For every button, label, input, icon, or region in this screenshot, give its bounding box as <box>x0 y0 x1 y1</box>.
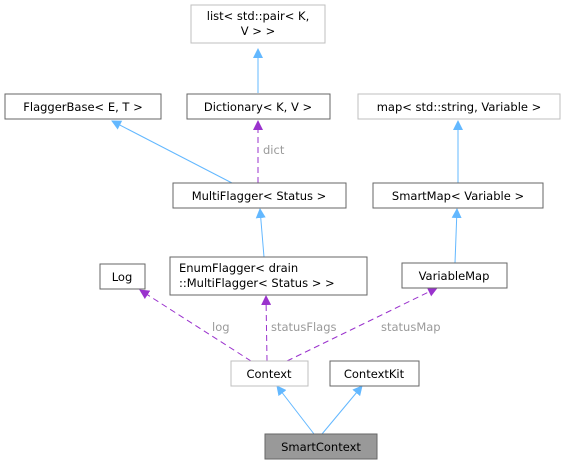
node-label: SmartMap< Variable > <box>392 189 524 203</box>
edge-log-usage <box>139 289 252 362</box>
node-context[interactable]: Context <box>230 360 309 387</box>
node-label: map< std::string, Variable > <box>377 100 542 114</box>
node-label: SmartContext <box>281 440 361 454</box>
inheritance-edges <box>111 48 463 435</box>
edge-label-status-flags: statusFlags <box>271 320 337 334</box>
node-enum-flagger[interactable]: EnumFlagger< drain ::MultiFlagger< Statu… <box>169 256 368 296</box>
node-dictionary[interactable]: Dictionary< K, V > <box>186 93 331 120</box>
edge-status-flags-usage <box>261 295 272 362</box>
node-list-pair[interactable]: list< std::pair< K, V > > <box>190 4 326 44</box>
node-label: VariableMap <box>419 269 490 283</box>
edge-multi-flagger-to-flagger-base <box>111 120 233 184</box>
node-context-kit[interactable]: ContextKit <box>329 360 420 387</box>
usage-edges <box>139 120 438 362</box>
node-label: Log <box>112 270 133 284</box>
node-smart-context[interactable]: SmartContext <box>264 433 378 460</box>
edge-smart-context-to-context-kit <box>321 385 363 435</box>
edge-variable-map-to-smart-map <box>451 208 462 264</box>
node-label: EnumFlagger< drain <box>179 261 298 275</box>
node-smart-map[interactable]: SmartMap< Variable > <box>372 182 544 209</box>
edge-enum-flagger-to-multi-flagger <box>255 208 266 258</box>
edge-labels: dict log statusFlags statusMap <box>212 143 441 334</box>
edge-smart-context-to-context <box>276 385 315 435</box>
node-label: V > > <box>241 24 275 38</box>
edge-label-dict: dict <box>263 143 285 157</box>
node-label: Dictionary< K, V > <box>204 100 312 114</box>
node-map-string[interactable]: map< std::string, Variable > <box>357 93 561 120</box>
edge-status-map-usage <box>286 287 438 362</box>
edge-label-status-map: statusMap <box>381 320 441 334</box>
node-label: MultiFlagger< Status > <box>192 189 327 203</box>
node-log[interactable]: Log <box>99 263 146 290</box>
node-label: ContextKit <box>344 367 405 381</box>
node-label: FlaggerBase< E, T > <box>23 100 142 114</box>
node-flagger-base[interactable]: FlaggerBase< E, T > <box>4 93 162 120</box>
node-variable-map[interactable]: VariableMap <box>401 262 508 289</box>
node-multi-flagger[interactable]: MultiFlagger< Status > <box>172 182 347 209</box>
edge-label-log: log <box>212 320 230 334</box>
node-label: Context <box>246 367 292 381</box>
node-label: list< std::pair< K, <box>207 9 310 23</box>
node-label: ::MultiFlagger< Status > > <box>179 276 335 290</box>
